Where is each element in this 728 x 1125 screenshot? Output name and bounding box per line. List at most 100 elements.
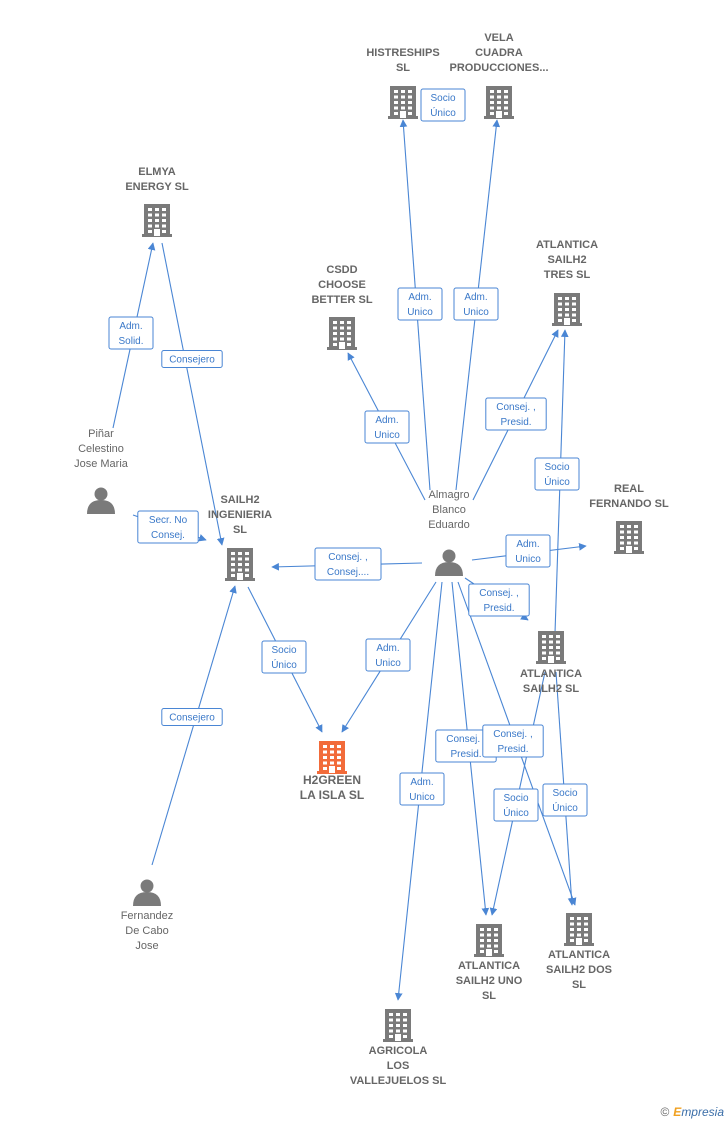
company-node-csdd[interactable]: CSDD CHOOSE BETTER SL <box>311 264 373 350</box>
edge-elmya-to-ingenieria <box>161 242 225 546</box>
edge-label-text: Único <box>544 475 570 488</box>
edge-label-text: Socio <box>430 93 455 104</box>
edge-label-text: Unico <box>515 554 541 565</box>
node-label: SAILH2 DOS <box>546 964 612 976</box>
edge-label-e1[interactable]: Adm. Unico <box>397 287 443 321</box>
node-label: FERNANDO SL <box>589 498 669 510</box>
node-label: Piñar <box>88 428 114 440</box>
edge-label-text: Consej. , <box>446 734 485 745</box>
node-label: Jose Maria <box>74 458 129 470</box>
edge-label-e16[interactable]: Consej. ,Presid. <box>435 729 497 763</box>
edge-label-text: Unico <box>375 658 401 669</box>
node-label: Almagro <box>429 489 470 501</box>
edge-label-text: Consej. , <box>328 552 367 563</box>
edge-label-e6[interactable]: Adm. Solid. <box>108 316 154 350</box>
node-label: SL <box>396 62 410 74</box>
edge-label-box <box>365 638 411 672</box>
edge-label-e5[interactable]: Consej. ,Presid. <box>485 397 547 431</box>
edge-label-text: Presid. <box>497 744 528 755</box>
edge-label-e10[interactable]: Adm. Unico <box>505 534 551 568</box>
node-label: Celestino <box>78 443 124 455</box>
edge-label-text: Consej. , <box>479 588 518 599</box>
edge-label-text: Unico <box>409 792 435 803</box>
node-label: CUADRA <box>475 47 523 59</box>
edge-label-text: Solid. <box>118 336 143 347</box>
edge-label-e17[interactable]: Consej. ,Presid. <box>482 724 544 758</box>
edge-label-text: Adm. <box>119 321 142 332</box>
node-label: CHOOSE <box>318 279 366 291</box>
edge-label-text: Presid. <box>483 603 514 614</box>
node-label: PRODUCCIONES... <box>449 62 548 74</box>
edge-label-box <box>161 708 223 726</box>
edge-label-e2[interactable]: Adm.Unico <box>453 287 499 321</box>
node-label: INGENIERIA <box>208 509 272 521</box>
company-node-atl_dos[interactable]: ATLANTICA SAILH2 DOS SL <box>546 913 612 991</box>
edge-label-box <box>108 316 154 350</box>
copyright-symbol: © <box>660 1105 670 1119</box>
node-label: SAILH2 SL <box>523 683 580 695</box>
footer-brand[interactable]: ©Empresia <box>660 1105 724 1119</box>
building-icon <box>225 548 255 581</box>
building-icon <box>484 86 514 119</box>
edge-label-e15[interactable]: Consejero <box>161 708 223 726</box>
edge-label-box <box>161 350 223 368</box>
company-node-real[interactable]: REAL FERNANDO SL <box>589 483 669 554</box>
edge-label-text: Socio <box>271 645 296 656</box>
company-node-vela[interactable]: VELACUADRAPRODUCCIONES... <box>449 32 549 119</box>
edge-label-text: Adm. <box>516 539 539 550</box>
edge-label-text: Adm. <box>464 292 487 303</box>
edge-label-box <box>420 88 466 122</box>
node-label: ENERGY SL <box>125 181 189 193</box>
edge-label-box <box>399 772 445 806</box>
node-label: BETTER SL <box>311 294 372 306</box>
edge-label-e14[interactable]: Adm.Unico <box>365 638 411 672</box>
edge-label-text: Consej. , <box>496 402 535 413</box>
node-label: REAL <box>614 483 644 495</box>
edge-label-text: Único <box>503 806 529 819</box>
node-label: H2GREEN <box>303 773 361 787</box>
edge-label-box <box>493 788 539 822</box>
edge-label-e12[interactable]: Consej. , Presid. <box>468 583 530 617</box>
edge-label-text: Unico <box>407 307 433 318</box>
edge-label-e9[interactable]: Consej. ,Consej.... <box>314 547 382 581</box>
building-icon <box>536 631 566 664</box>
node-label: LA ISLA SL <box>300 788 364 802</box>
company-node-histreships[interactable]: HISTRESHIPS SL <box>366 47 440 119</box>
building-icon <box>383 1009 413 1042</box>
edge-label-text: Socio <box>544 462 569 473</box>
edge-label-e7[interactable]: Consejero <box>161 350 223 368</box>
edge-label-e20[interactable]: Adm. Unico <box>399 772 445 806</box>
node-label: SAILH2 <box>220 494 259 506</box>
node-label: CSDD <box>326 264 357 276</box>
node-label: ATLANTICA <box>548 949 610 961</box>
node-label: LOS <box>387 1060 410 1072</box>
person-icon <box>435 549 463 576</box>
edge-label-text: Secr. No <box>149 515 188 526</box>
brand-name: mpresia <box>681 1105 724 1119</box>
edge-label-box <box>485 397 547 431</box>
edge-label-e4[interactable]: Adm.Unico <box>364 410 410 444</box>
building-icon <box>552 293 582 326</box>
edge-label-text: Adm. <box>408 292 431 303</box>
node-label: HISTRESHIPS <box>366 47 439 59</box>
node-label: SL <box>572 979 586 991</box>
edge-label-text: Adm. <box>410 777 433 788</box>
edge-label-text: Consejero <box>169 355 215 366</box>
building-icon <box>388 86 418 119</box>
